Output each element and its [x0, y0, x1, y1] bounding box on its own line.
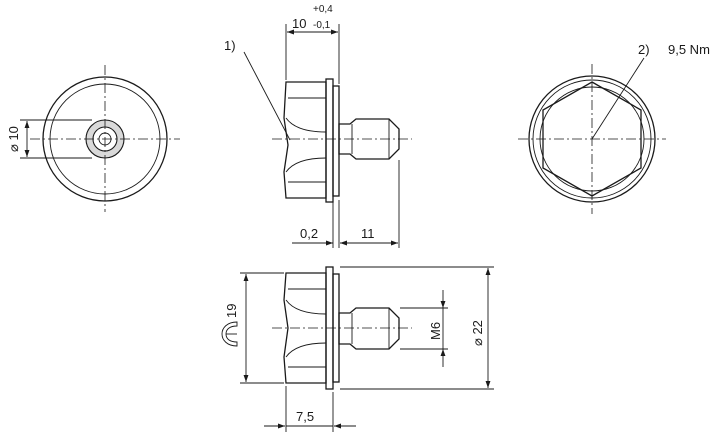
- dim-pin-11: 11: [361, 226, 375, 241]
- tolerance-lower: -0,1: [313, 20, 331, 31]
- dim-height-7-5: 7,5: [296, 409, 314, 424]
- hex-view: 2) 9,5 Nm: [518, 42, 710, 214]
- dim-diameter-22: ⌀ 22: [470, 320, 485, 346]
- dim-wrench-19: 19: [224, 304, 239, 318]
- bottom-view: 19 M6 ⌀ 22 7,5: [221, 266, 494, 432]
- tolerance-upper: +0,4: [313, 4, 333, 15]
- callout-1: 1): [224, 38, 236, 53]
- dim-diameter-10: ⌀ 10: [6, 126, 21, 152]
- dim-gap-0-2: 0,2: [300, 226, 318, 241]
- torque-label: 9,5 Nm: [668, 42, 710, 57]
- callout-2: 2): [638, 42, 650, 57]
- dim-thread-m6: M6: [428, 322, 443, 340]
- dim-width-10: 10: [292, 16, 306, 31]
- side-view: 10 +0,4 -0,1 1) 0,2 11: [224, 4, 412, 248]
- front-view: ⌀ 10: [6, 65, 180, 212]
- wrench-icon: [221, 321, 238, 347]
